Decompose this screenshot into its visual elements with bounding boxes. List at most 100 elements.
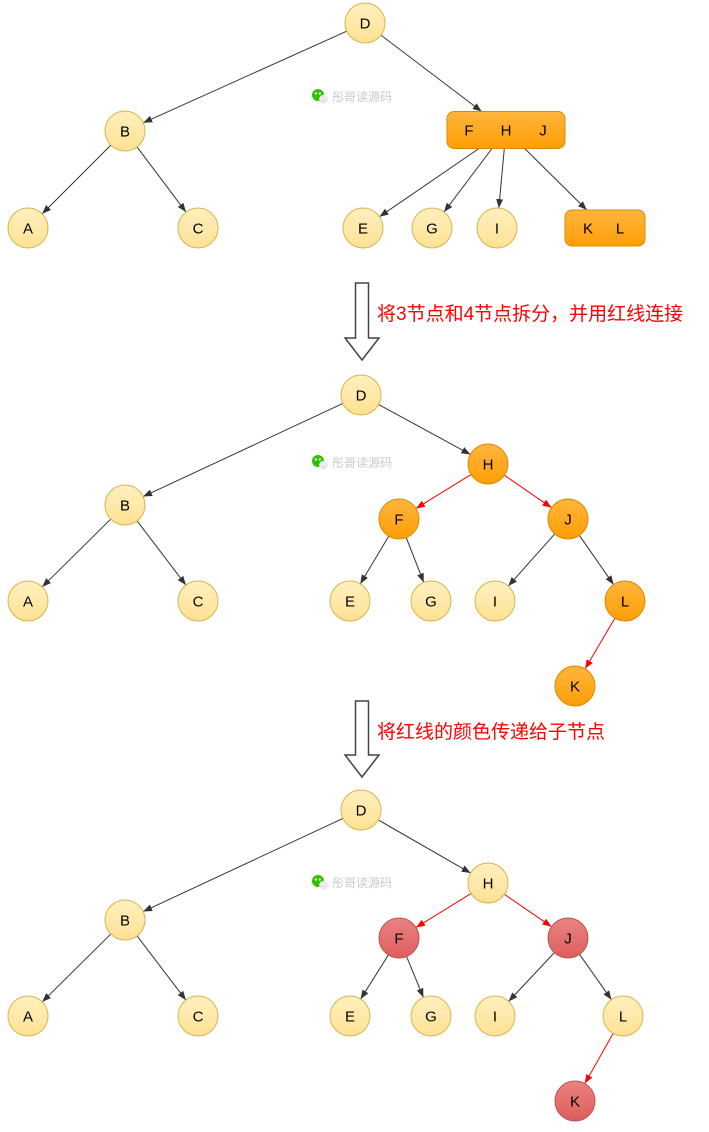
node-shape	[474, 995, 516, 1037]
tree-split-node-E: E	[329, 580, 371, 622]
tree-split-node-G: G	[410, 580, 452, 622]
tree-split-edge-D-B	[142, 402, 344, 498]
tree-redblack-node-H: H	[467, 862, 509, 904]
node-shape	[177, 207, 219, 249]
node-label: D	[360, 15, 371, 32]
node-shape	[410, 580, 452, 622]
tree-redblack-node-G: G	[410, 995, 452, 1037]
node-label: L	[621, 593, 629, 610]
watermark-text: 彤哥读源码	[332, 876, 392, 890]
node-shape	[564, 209, 646, 247]
node-shape	[104, 899, 146, 941]
node-label: A	[23, 220, 33, 237]
node-label: G	[425, 1008, 437, 1025]
node-label: J	[564, 511, 572, 528]
tree-redblack-edge-J-I	[508, 952, 555, 1002]
tree-234-node-I: I	[476, 207, 518, 249]
node-shape	[342, 207, 384, 249]
tree-split-edge-B-C	[136, 520, 187, 586]
node-shape	[547, 917, 589, 959]
node-label: C	[193, 593, 204, 610]
node-label: K	[583, 220, 593, 237]
tree-234-edge-FHJ-KL	[524, 148, 588, 211]
tree-234-node-B: B	[104, 110, 146, 152]
node-label: D	[356, 387, 367, 404]
node-label: C	[193, 1008, 204, 1025]
tree-split-node-H: H	[467, 443, 509, 485]
tree-234-edge-D-FHJ	[380, 34, 482, 112]
tree-split-edge-F-G	[405, 537, 425, 583]
node-shape	[476, 207, 518, 249]
node-shape	[554, 665, 596, 707]
tree-redblack-node-D: D	[340, 789, 382, 831]
tree-234-edge-B-C	[136, 146, 187, 213]
node-shape	[177, 995, 219, 1037]
node-shape	[7, 995, 49, 1037]
tree-234-node-E: E	[342, 207, 384, 249]
tree-redblack-node-E: E	[329, 995, 371, 1037]
tree-234-node-G: G	[411, 207, 453, 249]
tree-234-edge-D-B	[143, 30, 347, 124]
node-label: J	[564, 930, 572, 947]
tree-split-node-B: B	[104, 484, 146, 526]
node-shape	[411, 207, 453, 249]
tree-split-node-I: I	[474, 580, 516, 622]
tree-split-edge-J-I	[507, 533, 556, 587]
tree-split-edge-H-F	[415, 474, 472, 509]
tree-split-node-A: A	[7, 580, 49, 622]
node-shape	[554, 1080, 596, 1122]
node-label: I	[493, 593, 497, 610]
tree-234-edge-FHJ-G	[443, 148, 493, 213]
tree-redblack-edge-H-F	[415, 893, 472, 928]
node-shape	[602, 995, 644, 1037]
tree-split-node-K: K	[554, 665, 596, 707]
node-label: L	[619, 1008, 627, 1025]
node-shape	[378, 917, 420, 959]
tree-redblack-edge-L-K	[584, 1033, 614, 1084]
tree-redblack-edge-D-H	[378, 819, 471, 874]
node-shape	[329, 995, 371, 1037]
watermark: 彤哥读源码	[312, 89, 392, 104]
watermark-text: 彤哥读源码	[332, 90, 392, 104]
tree-234-node-D: D	[344, 2, 386, 44]
annotation-step1-split-nodes: 将3节点和4节点拆分，并用红线连接	[377, 304, 684, 325]
node-shape	[7, 207, 49, 249]
tree-redblack-node-C: C	[177, 995, 219, 1037]
node-label: I	[493, 1008, 497, 1025]
tree-redblack-node-J: J	[547, 917, 589, 959]
watermark: 彤哥读源码	[312, 875, 392, 890]
tree-234-edge-FHJ-E	[379, 148, 480, 218]
tree-redblack-edge-J-L	[579, 954, 612, 1000]
node-label: J	[539, 122, 547, 139]
node-shape	[104, 484, 146, 526]
node-label: F	[394, 930, 403, 947]
tree-redblack-edge-F-E	[360, 954, 389, 1000]
tree-redblack-edge-B-A	[41, 933, 112, 1003]
node-shape	[446, 111, 566, 149]
transition-arrow-2	[343, 700, 381, 779]
node-label: A	[23, 1008, 33, 1025]
tree-split-edge-D-H	[378, 404, 471, 455]
tree-redblack-edge-B-C	[136, 935, 187, 1001]
node-shape	[329, 580, 371, 622]
node-label: E	[358, 220, 368, 237]
tree-split-edge-F-E	[359, 535, 390, 585]
node-label: B	[120, 912, 130, 929]
annotation-step2-color-children: 将红线的颜色传递给子节点	[377, 722, 606, 743]
node-shape	[177, 580, 219, 622]
tree-redblack-node-A: A	[7, 995, 49, 1037]
tree-redblack-edge-F-G	[406, 956, 424, 998]
tree-234-node-A: A	[7, 207, 49, 249]
watermark-text: 彤哥读源码	[332, 456, 392, 470]
node-label: A	[23, 593, 33, 610]
tree-split-edge-B-A	[41, 518, 112, 588]
node-label: D	[356, 802, 367, 819]
tree-split-node-F: F	[378, 498, 420, 540]
tree-234-edge-B-A	[41, 144, 112, 215]
node-label: L	[616, 220, 624, 237]
